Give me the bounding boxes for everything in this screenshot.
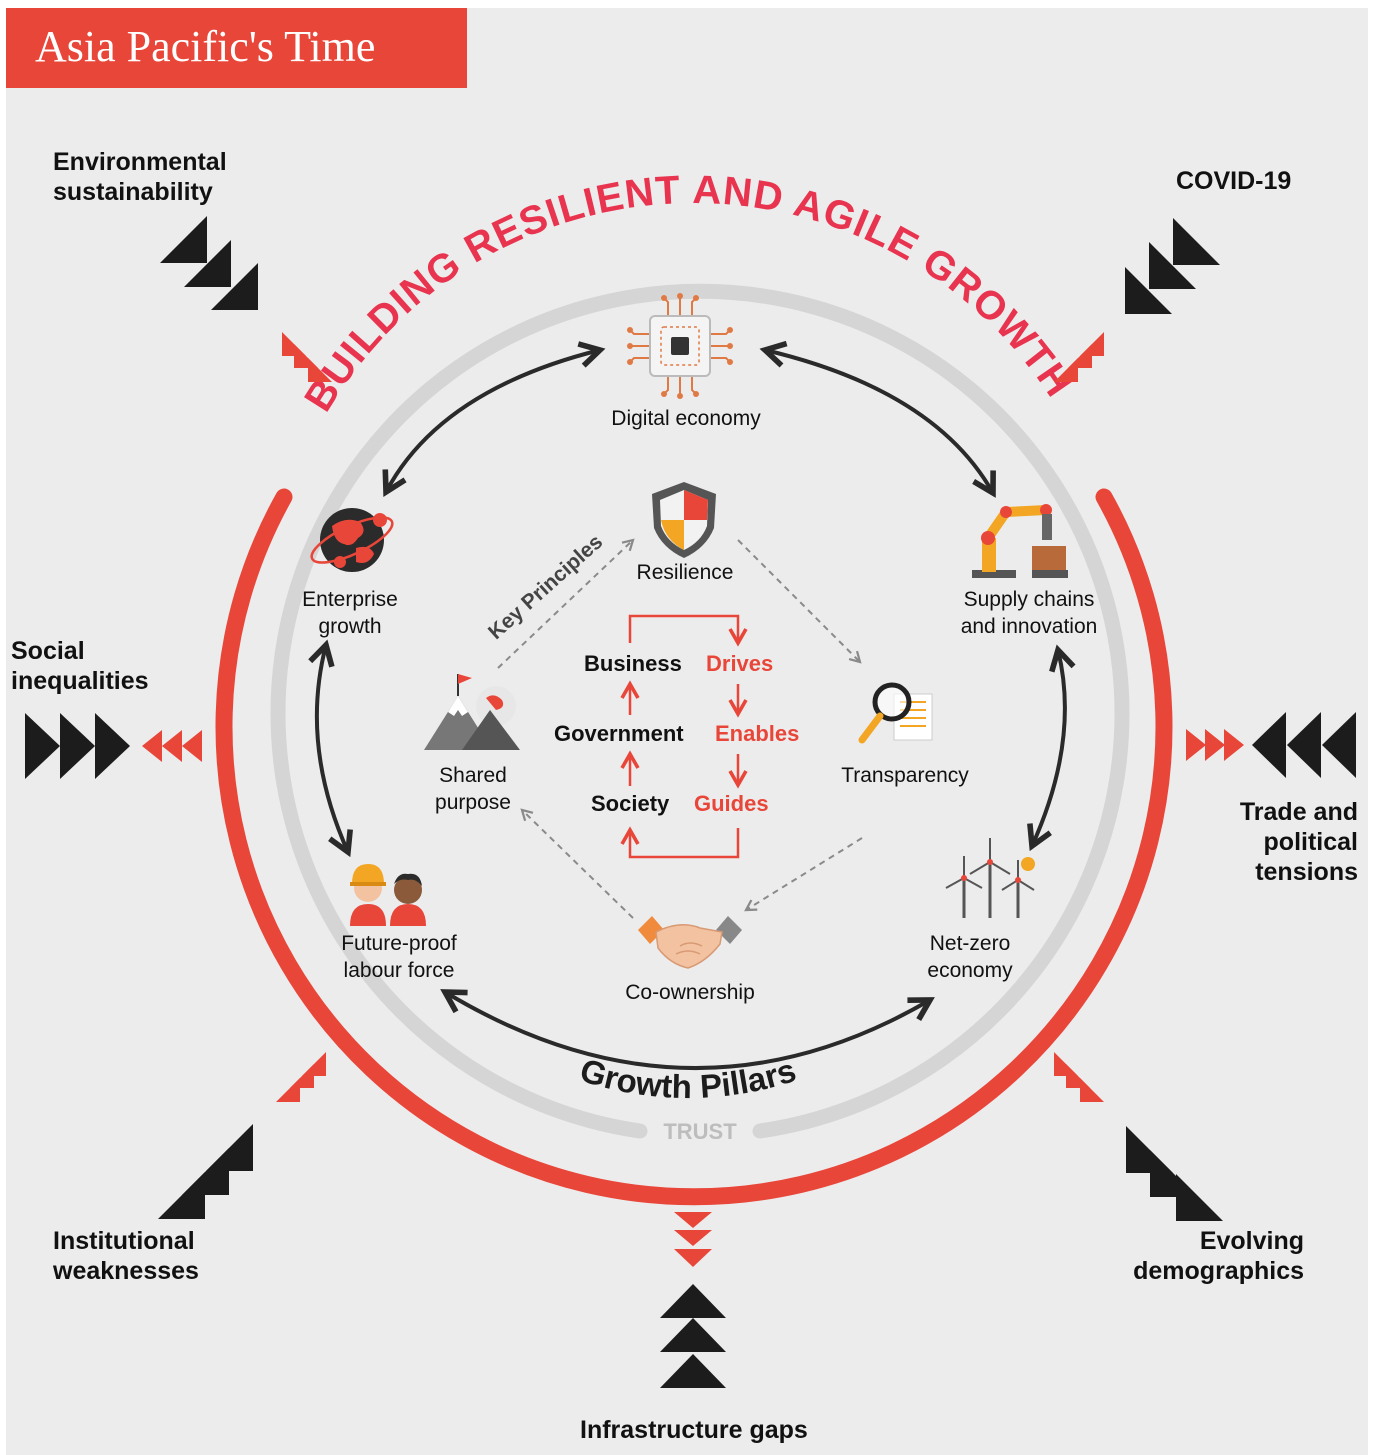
environmental-dark-arrows <box>160 216 258 310</box>
flow-top-bracket <box>628 614 748 647</box>
principle-coownership: Co-ownership <box>625 981 755 1004</box>
trust-label: TRUST <box>663 1119 737 1144</box>
infrastructure-dark-arrows <box>660 1284 726 1388</box>
pressure-covid: COVID-19 <box>1176 167 1292 195</box>
environmental-red-arrows <box>282 332 332 382</box>
verb-enables: Enables <box>715 721 800 746</box>
magnifier-icon <box>858 682 933 744</box>
actor-society: Society <box>591 791 670 816</box>
social-dark-arrows <box>25 713 130 779</box>
page-title: Asia Pacific's Time <box>35 22 376 71</box>
principle-resilience: Resilience <box>636 561 734 584</box>
dash-resilience-transparency <box>737 539 862 664</box>
pillar-cycle-arrows <box>317 350 1065 1070</box>
outer-red-arc <box>215 488 1173 1206</box>
title-banner <box>6 8 467 88</box>
handshake-icon <box>638 916 742 969</box>
trade-dark-arrows <box>1252 712 1356 778</box>
workers-icon <box>350 864 426 926</box>
pressure-infrastructure: Infrastructure gaps <box>580 1416 808 1444</box>
arrow-enterprise-labour <box>317 645 348 852</box>
wind-turbine-icon <box>945 838 1035 918</box>
chip-icon <box>627 293 733 399</box>
demographics-dark-arrows <box>1126 1126 1223 1221</box>
trade-red-arrows <box>1186 729 1244 761</box>
globe-icon <box>310 508 394 572</box>
trust-ring <box>270 283 1130 1139</box>
flow-bottom-bracket <box>620 826 740 859</box>
arrow-labour-netzero <box>445 992 930 1070</box>
robot-arm-icon <box>972 504 1068 578</box>
pillar-digital-economy: Digital economy <box>611 407 761 430</box>
dash-coownership-shared <box>520 808 634 919</box>
infrastructure-red-arrows <box>674 1212 712 1267</box>
principle-dashed-arrows <box>497 538 863 919</box>
institutional-dark-arrows <box>158 1124 253 1219</box>
arrow-digital-supply <box>765 350 993 493</box>
covid-dark-arrows <box>1125 218 1220 314</box>
actor-government: Government <box>554 721 684 746</box>
institutional-red-arrows <box>276 1052 326 1102</box>
dash-transparency-coownership <box>744 837 863 912</box>
growth-pillars-label: Growth Pillars <box>576 1051 800 1105</box>
model-flow-lines <box>620 614 748 859</box>
verb-guides: Guides <box>694 791 769 816</box>
mountain-flag-icon <box>424 674 520 750</box>
arrow-supply-netzero <box>1032 650 1065 846</box>
social-red-arrows <box>142 730 202 762</box>
principle-transparency: Transparency <box>841 764 969 787</box>
shield-icon <box>652 482 716 558</box>
covid-red-arrows <box>1054 332 1104 382</box>
verb-drives: Drives <box>706 651 774 676</box>
dash-shared-resilience <box>497 538 635 669</box>
arrow-digital-enterprise <box>386 350 600 492</box>
actor-business: Business <box>584 651 682 676</box>
demographics-red-arrows <box>1054 1052 1104 1102</box>
key-principles-label: Key Principles <box>484 530 607 644</box>
